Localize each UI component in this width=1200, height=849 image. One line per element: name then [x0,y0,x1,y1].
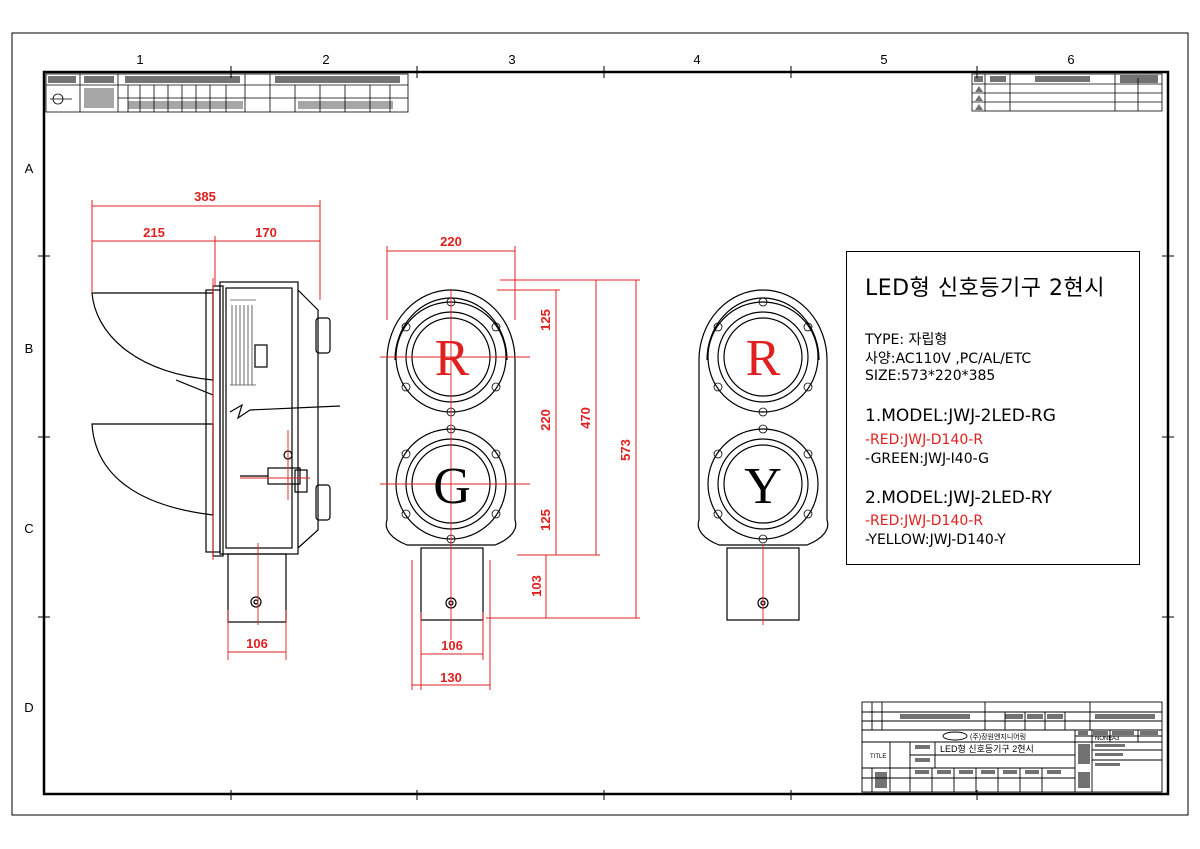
tolerance-table [45,73,409,113]
dim-side-back: 170 [255,225,277,240]
dim-front-base: 130 [440,670,462,685]
spec-title: LED형 신호등기구 2현시 [865,276,1106,301]
front-rg-centerlines [380,290,530,640]
grid-col-3: 3 [508,52,515,67]
spec-type: TYPE: 자립형 [865,332,948,348]
dim-front-lamp-bottom: 125 [538,509,553,531]
side-visor-top [91,292,214,381]
dim-front-width: 220 [440,234,462,249]
dim-front-pole-height: 103 [529,575,544,597]
front-ry-bottom-ring-outer [707,428,819,540]
dim-side-pole: 106 [246,636,268,651]
lamp-letter-front-top: R [435,330,470,387]
title-block-company: (주)장원엔지니어링 [970,732,1026,741]
grid-ticks [38,66,1174,800]
front-rg-pole [420,547,484,621]
dim-front-center: 220 [538,409,553,431]
side-pole [227,553,287,623]
spec-model2: 2.MODEL:JWJ-2LED-RY [865,488,1053,508]
grid-col-4: 4 [693,52,700,67]
spec-box: LED형 신호등기구 2현시 TYPE: 자립형 사양:AC110V ,PC/A… [846,251,1140,565]
spec-model2-yellow: -YELLOW:JWJ-D140-Y [865,532,1006,548]
front-ry-top-ring-outer [707,301,819,413]
side-visor-bottom [91,423,214,516]
front-ry-body [697,289,829,546]
spec-model1-red: -RED:JWJ-D140-R [865,432,984,448]
spec-size: SIZE:573*220*385 [865,368,996,384]
spec-model1: 1.MODEL:JWJ-2LED-RG [865,406,1056,426]
spec-model1-green: -GREEN:JWJ-I40-G [865,451,990,467]
dim-front-pole: 106 [441,638,463,653]
lamp-letter-right-bottom: Y [744,458,782,515]
outer-border [11,32,1189,816]
grid-col-2: 2 [322,52,329,67]
title-block [861,701,1163,793]
grid-col-5: 5 [880,52,887,67]
lamp-letter-front-bottom: G [433,458,471,515]
front-view-ry [697,289,829,621]
side-view [91,281,341,623]
revision-table [971,73,1163,112]
front-rg-dimension-lines [386,246,640,690]
dim-side-front: 215 [143,225,165,240]
grid-col-6: 6 [1067,52,1074,67]
title-block-title-label: TITLE [870,754,886,760]
grid-row-b: B [25,341,34,356]
title-block-scale: NONE [1095,736,1112,742]
title-block-title-value: LED형 신호등기구 2현시 [940,744,1034,754]
dim-side-total: 385 [194,189,216,204]
grid-row-a: A [25,161,34,176]
lamp-letter-right-top: R [746,330,781,387]
grid-row-c: C [24,521,33,536]
dim-front-total: 573 [618,439,633,461]
front-rg-body [385,289,517,546]
grid-col-1: 1 [136,52,143,67]
spec-rating: 사양:AC110V ,PC/AL/ETC [865,351,1032,367]
revision-table-fill [974,75,1158,110]
dim-front-body: 470 [578,407,593,429]
side-dimension-lines [91,200,321,653]
spec-model2-red: -RED:JWJ-D140-R [865,513,984,529]
title-block-size: A3 [1112,736,1120,742]
inner-border [42,70,1170,796]
grid-row-d: D [24,700,33,715]
dim-front-lamp-top: 125 [538,309,553,331]
title-block-fill [875,714,1158,788]
tolerance-table-fill [48,76,400,109]
